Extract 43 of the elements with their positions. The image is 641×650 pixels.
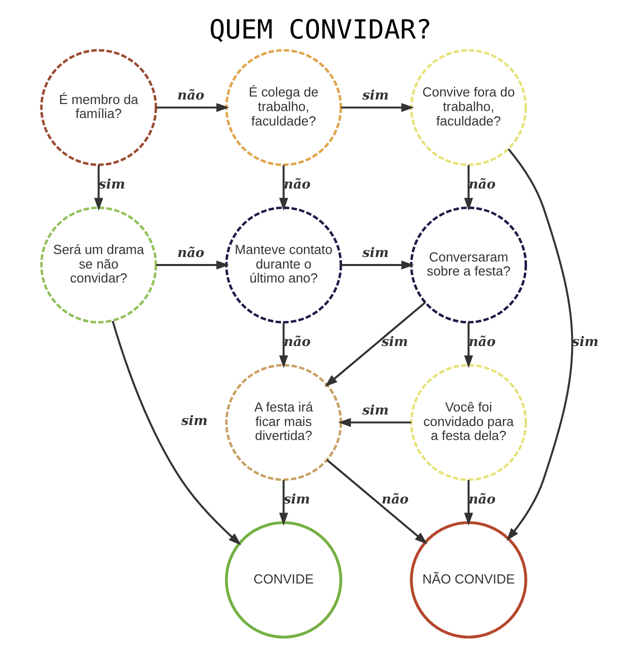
edge-label: sim (284, 492, 310, 508)
arrow (156, 260, 230, 270)
edge-label: não (468, 335, 496, 350)
arrow (112, 320, 242, 546)
node-circle: Conversaram sobre a festa? (410, 206, 528, 324)
node-circle: Convive fora do trabalho, faculdade? (410, 49, 528, 166)
arrow (341, 260, 414, 270)
edge-label: não (177, 246, 204, 261)
edge-label: sim (382, 335, 408, 350)
node-circle: Será um drama se não convidar? (40, 206, 158, 324)
edge-label: não (468, 178, 496, 193)
edge-label: sim (362, 88, 389, 104)
arrow (341, 103, 414, 112)
edge-label: sim (181, 414, 208, 429)
edge-label: não (284, 178, 311, 193)
edge-label: não (468, 492, 496, 508)
node-circle: É membro da família? (40, 49, 158, 166)
edge-label: não (177, 88, 204, 104)
edge-label: não (284, 335, 311, 350)
diagram-title: QUEM CONVIDAR? (209, 14, 432, 46)
arrow (156, 103, 230, 112)
arrow (326, 459, 428, 544)
node-circle: A festa irá ficar mais divertida? (225, 364, 342, 481)
edge-label: sim (362, 246, 389, 261)
arrow (338, 418, 412, 427)
arrow (94, 165, 104, 211)
node-circle: Você foi convidado para a festa dela? (410, 364, 528, 481)
arrow (279, 480, 288, 526)
arrow (506, 148, 574, 541)
arrow (464, 480, 474, 526)
edge-label: sim (98, 178, 126, 193)
edge-label: sim (362, 403, 389, 418)
node-circle: NÃO CONVIDE (410, 521, 528, 639)
edge-label: sim (572, 335, 598, 350)
arrow (464, 165, 474, 211)
node-circle: CONVIDE (224, 521, 342, 639)
node-circle: Manteve contato durante o último ano? (225, 206, 342, 324)
arrow (279, 322, 288, 368)
edge-label: não (382, 492, 409, 508)
arrow (279, 165, 288, 211)
node-circle: É colega de trabalho, faculdade? (225, 49, 342, 166)
arrow (324, 302, 426, 387)
arrow (464, 322, 474, 368)
